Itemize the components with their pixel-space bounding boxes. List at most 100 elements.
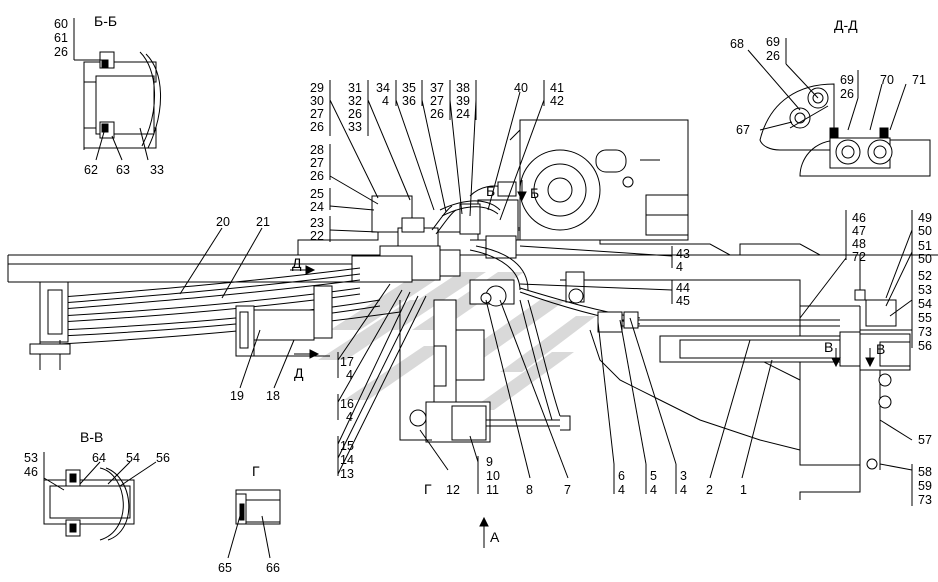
callout-1: 1 bbox=[740, 483, 747, 497]
leader-lines bbox=[43, 18, 913, 559]
detail-section-vv bbox=[43, 467, 135, 541]
view-label-b-top-left: Б bbox=[486, 183, 495, 199]
callout-19: 19 bbox=[230, 389, 244, 403]
callout-71: 71 bbox=[912, 73, 926, 87]
callout-49: 49 bbox=[918, 211, 932, 225]
callout-4: 4 bbox=[650, 483, 657, 497]
callout-56: 56 bbox=[156, 451, 170, 465]
detail-section-bb bbox=[83, 51, 162, 150]
callout-26: 26 bbox=[430, 107, 444, 121]
view-label-v-left: В bbox=[824, 339, 833, 355]
callout-24: 24 bbox=[456, 107, 470, 121]
section-titles: Б-Б Д-Д В-В Г bbox=[80, 13, 858, 479]
callout-73: 73 bbox=[918, 493, 932, 507]
callout-36: 36 bbox=[402, 94, 416, 108]
callout-14: 14 bbox=[340, 453, 354, 467]
engine-block bbox=[470, 119, 689, 241]
callout-62: 62 bbox=[84, 163, 98, 177]
callout-30: 30 bbox=[310, 94, 324, 108]
callout-34: 34 bbox=[376, 81, 390, 95]
callout-21: 21 bbox=[256, 215, 270, 229]
callout-53: 53 bbox=[918, 283, 932, 297]
view-label-d-left: Д bbox=[292, 255, 302, 271]
callout-7: 7 bbox=[564, 483, 571, 497]
callout-26: 26 bbox=[54, 45, 68, 59]
callout-23: 23 bbox=[310, 216, 324, 230]
callout-27: 27 bbox=[310, 156, 324, 170]
callout-51: 51 bbox=[918, 239, 932, 253]
callout-20: 20 bbox=[216, 215, 230, 229]
callout-5: 5 bbox=[650, 469, 657, 483]
callout-26: 26 bbox=[310, 169, 324, 183]
callout-73: 73 bbox=[918, 325, 932, 339]
callout-4: 4 bbox=[346, 368, 353, 382]
callout-32: 32 bbox=[348, 94, 362, 108]
callout-numbers: 60 6 1 26 62 63 33 68 69 26 67 69 26 70 7… bbox=[24, 17, 932, 575]
callout-70: 70 bbox=[880, 73, 894, 87]
section-title-dd: Д-Д bbox=[834, 17, 858, 33]
callout-18: 18 bbox=[266, 389, 280, 403]
callout-28: 28 bbox=[310, 143, 324, 157]
callout-60: 60 bbox=[54, 17, 68, 31]
callout-33: 33 bbox=[348, 120, 362, 134]
callout-50: 50 bbox=[918, 252, 932, 266]
view-label-a: А bbox=[490, 529, 500, 545]
callout-45: 45 bbox=[676, 294, 690, 308]
detail-section-g bbox=[235, 489, 281, 525]
callout-26: 26 bbox=[766, 49, 780, 63]
callout-8: 8 bbox=[526, 483, 533, 497]
hydraulic-cylinder-right bbox=[519, 287, 911, 470]
callout-4: 4 bbox=[382, 94, 389, 108]
view-label-v-right: В bbox=[876, 341, 885, 357]
callout-41: 41 bbox=[550, 81, 564, 95]
callout-53: 53 bbox=[24, 451, 38, 465]
valve-cluster bbox=[351, 195, 585, 307]
callout-31: 31 bbox=[348, 81, 362, 95]
callout-69: 69 bbox=[766, 35, 780, 49]
callout-37: 37 bbox=[430, 81, 444, 95]
callout-26: 26 bbox=[840, 87, 854, 101]
view-labels: А Д Д Б Б В В Г bbox=[292, 183, 885, 545]
callout-69: 69 bbox=[840, 73, 854, 87]
callout-29: 29 bbox=[310, 81, 324, 95]
callout-4: 4 bbox=[680, 483, 687, 497]
callout-46: 46 bbox=[24, 465, 38, 479]
callout-72: 72 bbox=[852, 250, 866, 264]
callout-44: 44 bbox=[676, 281, 690, 295]
callout-17: 17 bbox=[340, 355, 354, 369]
callout-63: 63 bbox=[116, 163, 130, 177]
callout-42: 42 bbox=[550, 94, 564, 108]
callout-13: 13 bbox=[340, 467, 354, 481]
callout-65: 65 bbox=[218, 561, 232, 575]
view-label-g-lower: Г bbox=[424, 481, 432, 497]
callout-3: 3 bbox=[680, 469, 687, 483]
callout-50: 50 bbox=[918, 224, 932, 238]
callout-66: 66 bbox=[266, 561, 280, 575]
callout-59: 59 bbox=[918, 479, 932, 493]
callout-11: 11 bbox=[486, 483, 499, 497]
callout-48: 48 bbox=[852, 237, 866, 251]
callout-9: 9 bbox=[486, 455, 493, 469]
callout-57: 57 bbox=[918, 433, 932, 447]
callout-46: 46 bbox=[852, 211, 866, 225]
callout-68: 68 bbox=[730, 37, 744, 51]
section-title-vv: В-В bbox=[80, 429, 103, 445]
callout-67: 67 bbox=[736, 123, 750, 137]
callout-27: 27 bbox=[430, 94, 444, 108]
callout-43: 43 bbox=[676, 247, 690, 261]
lower-cylinder bbox=[399, 299, 571, 443]
callout-47: 47 bbox=[852, 224, 866, 238]
callout-58: 58 bbox=[918, 465, 932, 479]
view-label-b-top-right: Б bbox=[530, 185, 539, 201]
callout-22: 22 bbox=[310, 229, 324, 243]
callout-24: 24 bbox=[310, 200, 324, 214]
callout-39: 39 bbox=[456, 94, 470, 108]
callout-64: 64 bbox=[92, 451, 106, 465]
callout-54: 54 bbox=[918, 297, 932, 311]
callout-27: 27 bbox=[310, 107, 324, 121]
callout-56: 56 bbox=[918, 339, 932, 353]
upper-fittings bbox=[439, 181, 561, 421]
callout-6: 6 bbox=[618, 469, 625, 483]
hose-bundle-left bbox=[29, 267, 401, 370]
